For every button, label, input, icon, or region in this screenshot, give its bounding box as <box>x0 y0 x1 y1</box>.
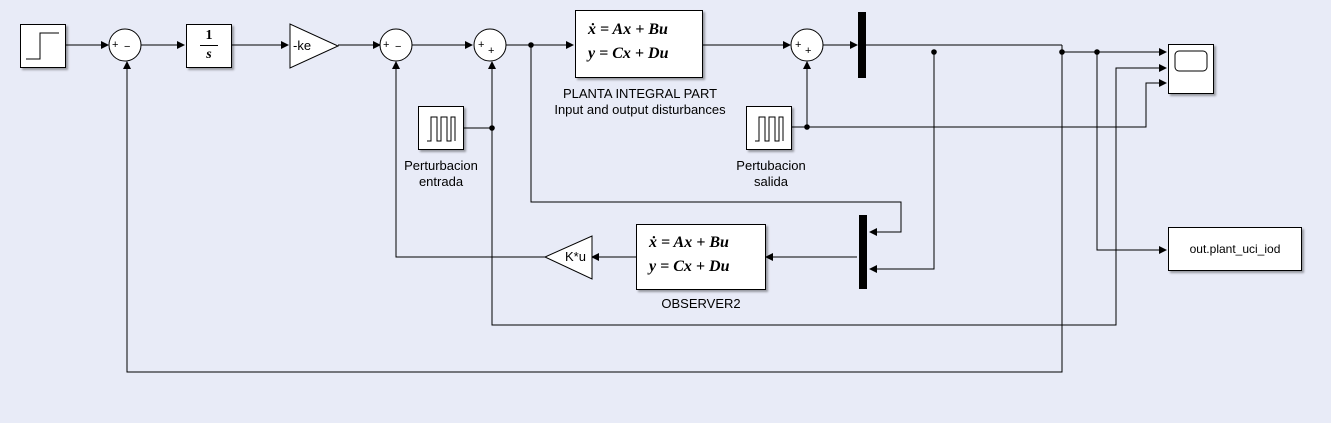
plant-label: PLANTA INTEGRAL PART Input and output di… <box>530 86 750 118</box>
pulse-icon <box>755 116 784 142</box>
observer-label: OBSERVER2 <box>661 296 741 311</box>
wire-pulse-in-sum3[interactable] <box>464 61 496 129</box>
pulse-generator-output-block[interactable] <box>746 106 792 150</box>
sum-block-2[interactable]: + − <box>379 28 413 62</box>
svg-text:−: − <box>124 41 130 53</box>
svg-text:+: + <box>112 39 118 51</box>
step-block[interactable] <box>20 24 66 68</box>
svg-text:-ke: -ke <box>293 38 311 53</box>
wire-feedback-sum1[interactable] <box>123 52 1063 373</box>
integrator-denominator: s <box>206 47 212 62</box>
plant-output-equation: y = Cx + Du <box>588 45 669 62</box>
svg-text:−: − <box>395 41 401 53</box>
step-icon <box>26 32 59 60</box>
observer-output-equation: y = Cx + Du <box>649 258 730 275</box>
pulse-icon <box>427 116 456 142</box>
branch-points <box>489 42 1100 131</box>
wire-pulse-in-scope[interactable] <box>491 64 1167 326</box>
gain-ke-block[interactable]: -ke <box>289 23 340 69</box>
observer-state-space-block[interactable]: ẋ = Ax + Bu y = Cx + Du <box>636 224 766 290</box>
mux-observer-bar[interactable] <box>859 215 867 289</box>
plant-state-space-block[interactable]: ẋ = Ax + Bu y = Cx + Du <box>575 10 703 78</box>
scope-icon <box>1174 50 1208 72</box>
plant-state-equation: ẋ = Ax + Bu <box>588 21 668 38</box>
pulse-generator-input-block[interactable] <box>418 106 464 150</box>
wire-kgain-sum2[interactable] <box>392 61 545 258</box>
scope-block[interactable] <box>1168 44 1214 94</box>
svg-text:+: + <box>795 39 801 51</box>
pulse-output-label-line2: salida <box>754 174 788 189</box>
wire-y-observer-mux[interactable] <box>869 52 935 273</box>
svg-text:+: + <box>805 45 811 57</box>
to-workspace-block[interactable]: out.plant_uci_iod <box>1168 227 1302 271</box>
integrator-numerator: 1 <box>205 28 213 43</box>
integrator-block[interactable]: 1 s <box>186 24 232 68</box>
observer-state-equation: ẋ = Ax + Bu <box>649 234 729 251</box>
wire-pulse-out-sum4[interactable] <box>792 61 811 128</box>
pulse-input-label: Perturbacion entrada <box>381 158 501 190</box>
pulse-output-label-line1: Pertubacion <box>736 158 806 173</box>
svg-text:+: + <box>488 45 494 57</box>
to-workspace-variable: out.plant_uci_iod <box>1189 242 1281 256</box>
sum-block-1[interactable]: + − <box>108 28 142 62</box>
sum-block-3[interactable]: + + <box>473 28 507 62</box>
pulse-input-label-line1: Perturbacion <box>404 158 478 173</box>
plant-label-line1: PLANTA INTEGRAL PART <box>562 86 718 101</box>
svg-text:+: + <box>478 39 484 51</box>
wire-u-observer-mux[interactable] <box>530 45 902 236</box>
sum-block-4[interactable]: + + <box>790 28 824 62</box>
mux-output-bar[interactable] <box>858 12 866 78</box>
pulse-output-label: Pertubacion salida <box>711 158 831 190</box>
svg-text:+: + <box>383 39 389 51</box>
svg-text:K*u: K*u <box>565 249 586 264</box>
fraction-bar <box>200 45 218 46</box>
pulse-input-label-line2: entrada <box>418 174 464 189</box>
plant-label-line2: Input and output disturbances <box>554 102 726 117</box>
wire-to-workspace[interactable] <box>1096 52 1167 254</box>
wire-pulse-out-scope[interactable] <box>807 79 1167 128</box>
gain-k-block[interactable]: K*u <box>543 235 593 280</box>
